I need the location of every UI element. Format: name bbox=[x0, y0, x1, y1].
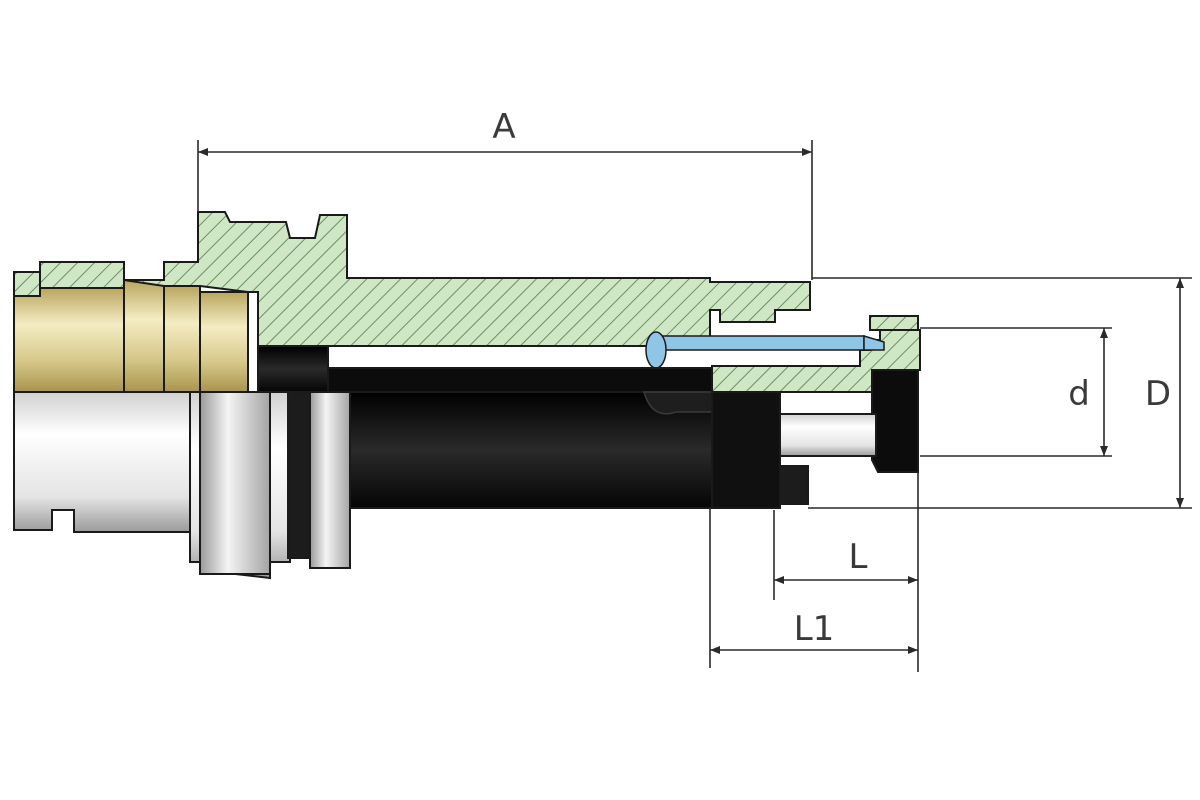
dimension-l1: L1 bbox=[709, 508, 918, 668]
dimension-l-label: L bbox=[849, 537, 868, 577]
dimension-l: L bbox=[773, 472, 919, 672]
hsk-shank-lower bbox=[13, 391, 351, 580]
coolant-tube bbox=[645, 331, 885, 369]
dimension-d-outer: D bbox=[808, 277, 1192, 509]
tool-shank bbox=[779, 413, 877, 457]
dimension-d-inner: d bbox=[920, 327, 1112, 457]
holder-bore-dark bbox=[257, 345, 919, 509]
dimension-a-label: A bbox=[492, 107, 515, 147]
hsk-shank-upper bbox=[13, 279, 249, 393]
dimension-d-outer-label: D bbox=[1145, 374, 1171, 414]
dimension-l1-label: L1 bbox=[794, 609, 835, 649]
dimension-d-inner-label: d bbox=[1068, 374, 1090, 414]
dimension-a: A bbox=[197, 107, 813, 280]
